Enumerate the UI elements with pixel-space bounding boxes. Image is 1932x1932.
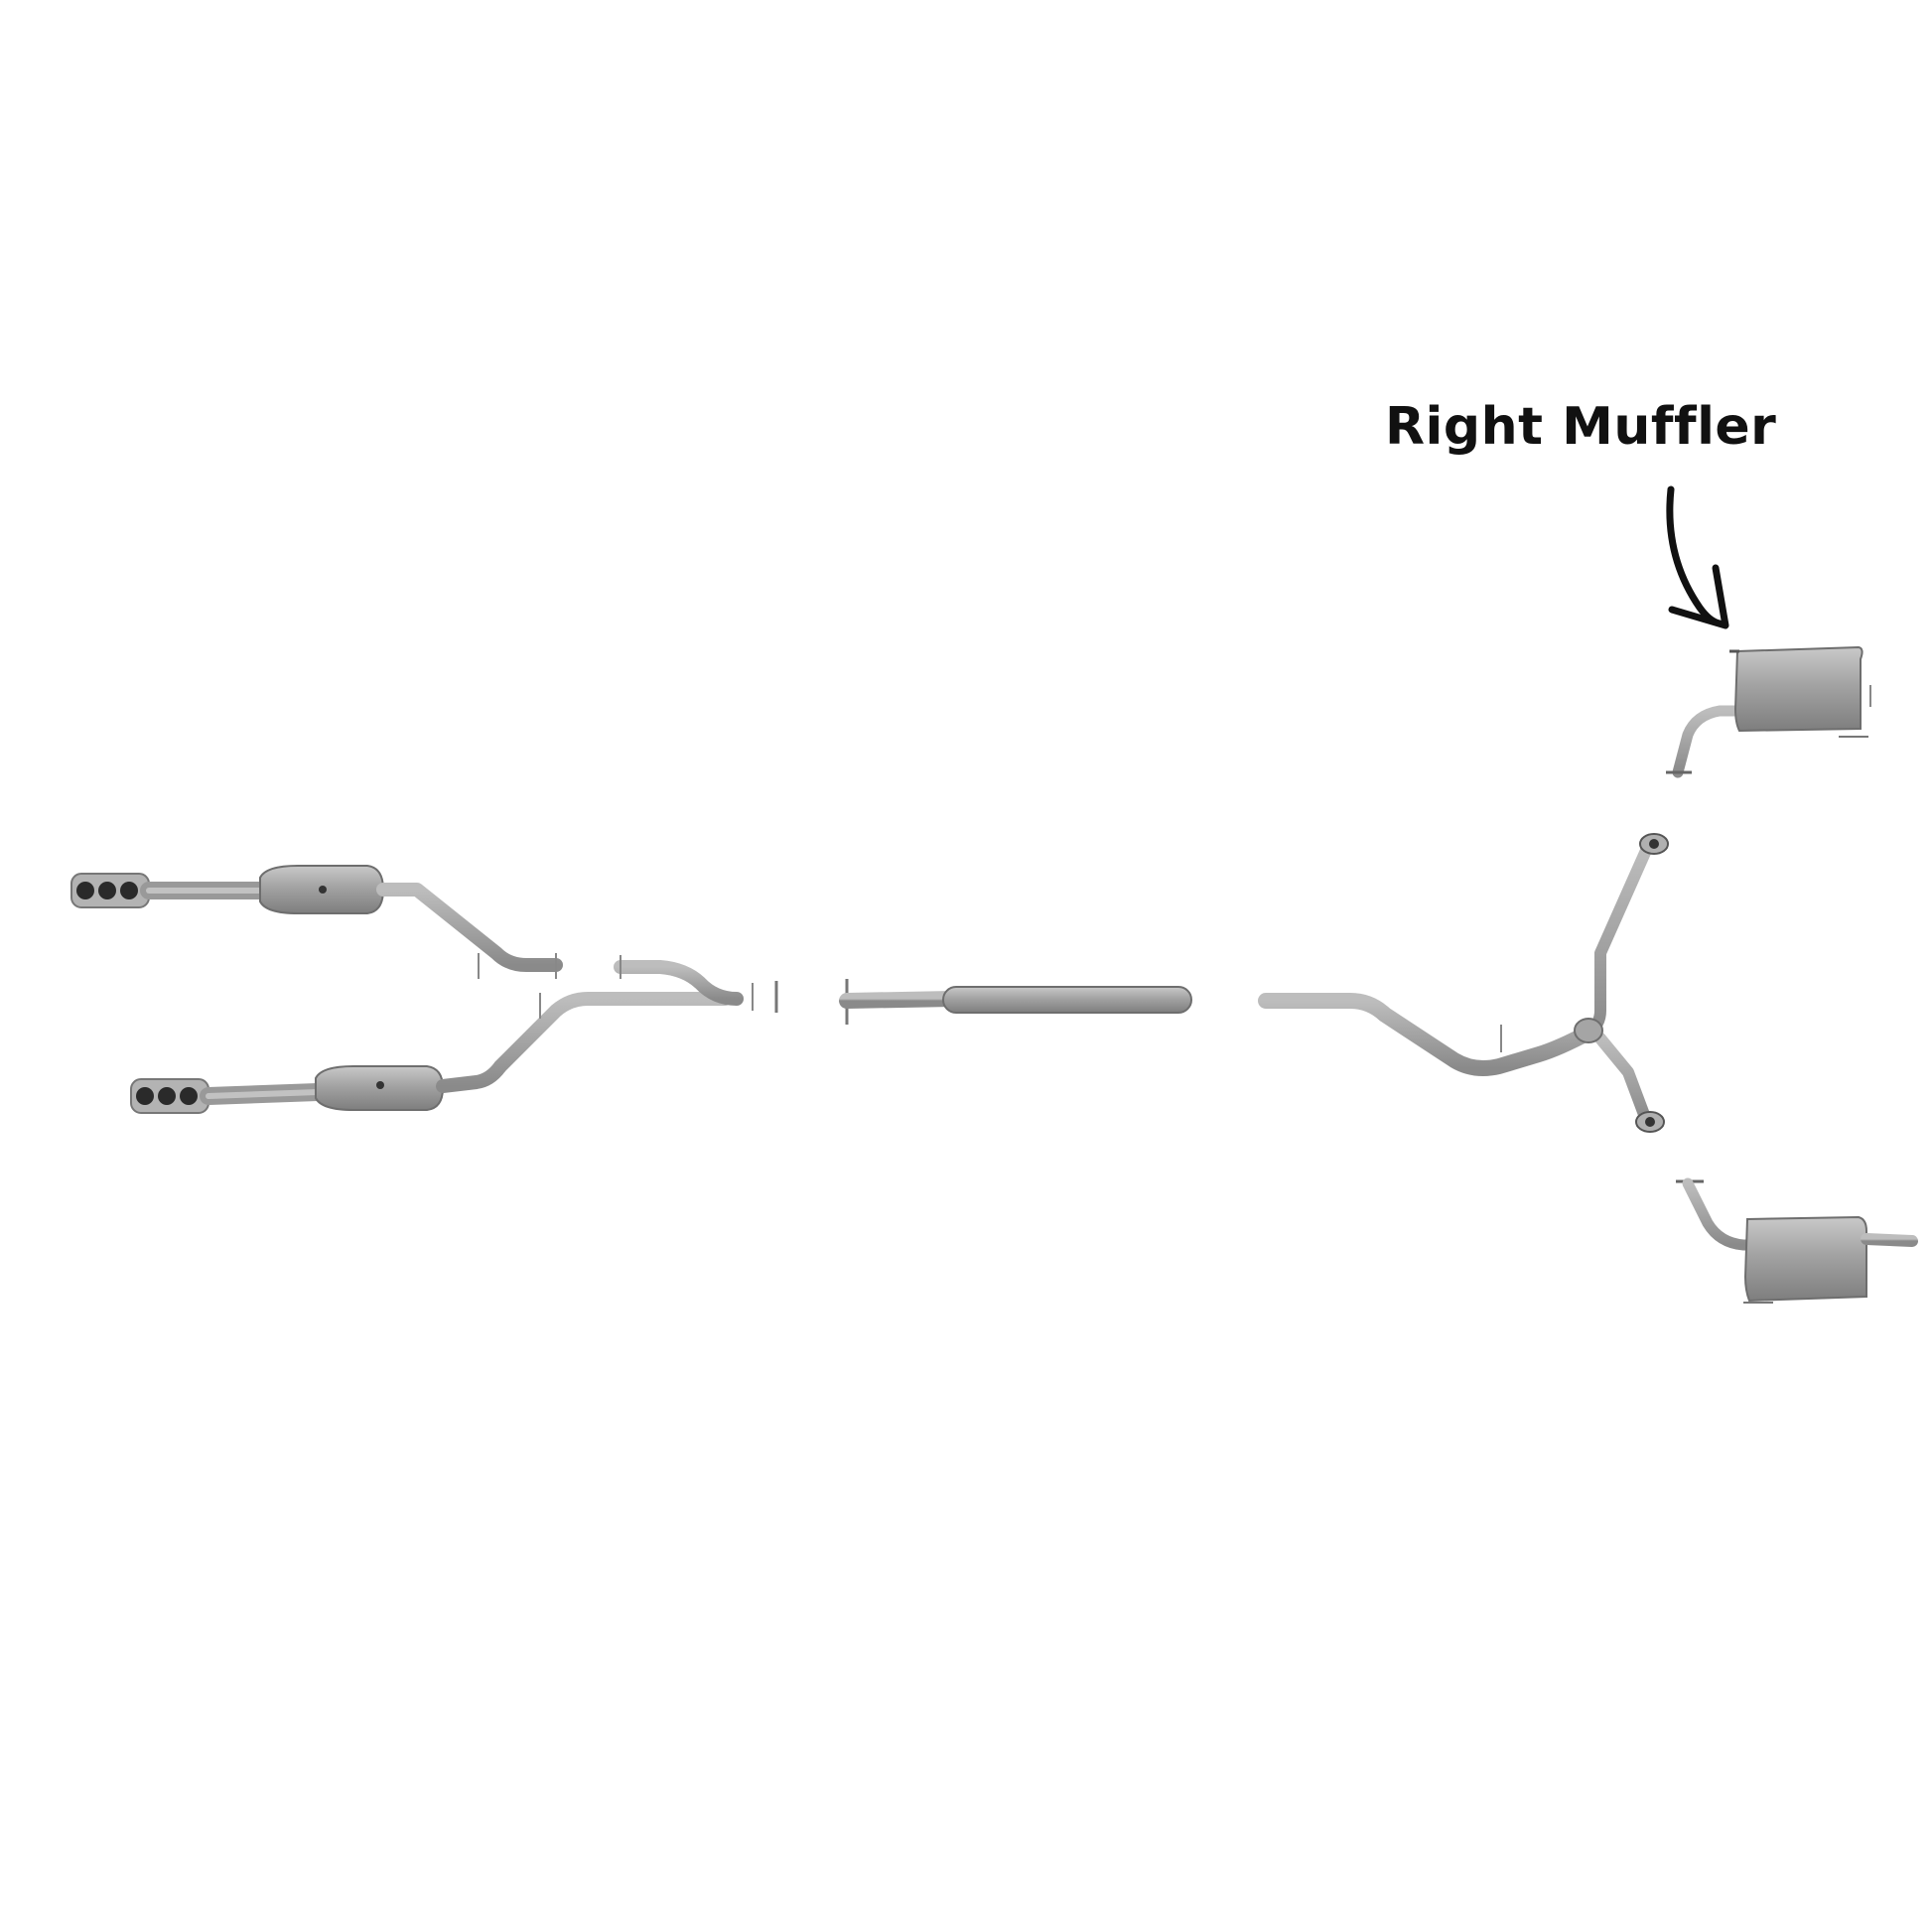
rear-y-pipe-lower-flange	[1635, 1111, 1665, 1133]
callout-arrow	[1666, 485, 1729, 629]
lower-manifold-flange	[130, 1078, 209, 1114]
lower-catalytic-converter	[315, 1065, 445, 1111]
rear-y-pipe-upper-flange	[1639, 833, 1669, 855]
upper-catalytic-converter	[259, 865, 385, 914]
left-muffler	[1676, 1177, 1918, 1304]
rear-y-pipe	[1258, 833, 1669, 1133]
center-resonator-pipe	[839, 979, 1239, 1025]
right-muffler-label: Right Muffler	[1385, 397, 1777, 457]
lower-front-pipe-assembly	[130, 992, 732, 1114]
right-muffler	[1666, 645, 1912, 778]
center-resonator	[942, 986, 1192, 1014]
upper-manifold-flange	[70, 873, 150, 908]
y-pipe-junction	[614, 955, 785, 1013]
upper-front-pipe-assembly	[70, 865, 563, 979]
